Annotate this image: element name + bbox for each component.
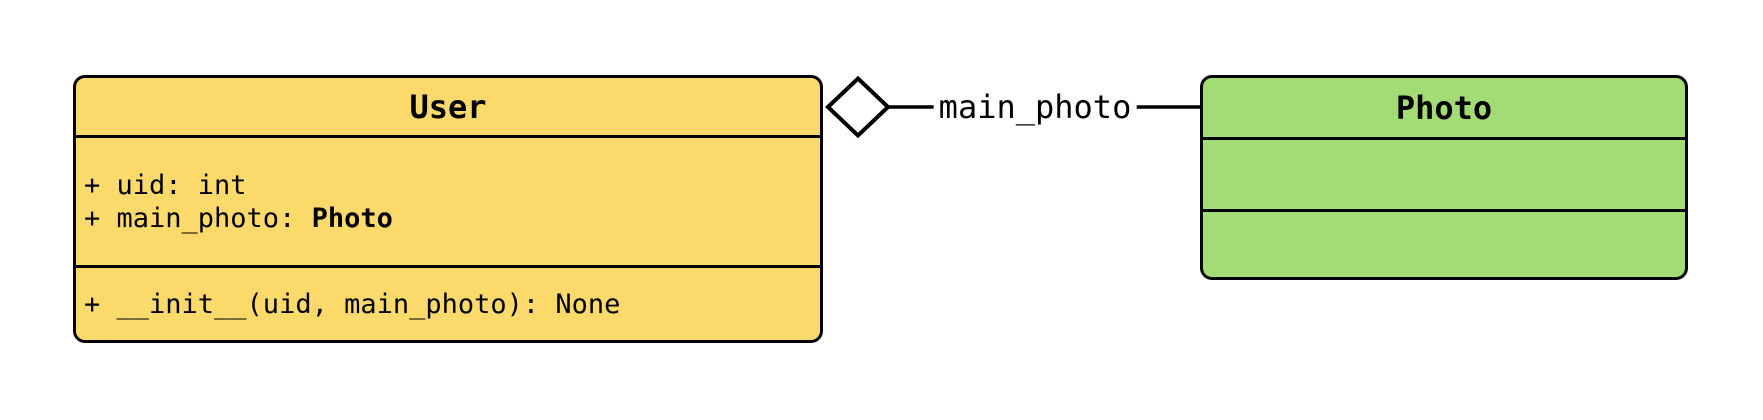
class-attributes-photo [1203, 137, 1685, 209]
method-init: + __init__(uid, main_photo): None [84, 288, 621, 320]
attribute-main-photo-text: + main_photo: [84, 202, 312, 234]
class-title-photo: Photo [1395, 88, 1493, 127]
class-methods-photo [1203, 209, 1685, 277]
attribute-main-photo-type: Photo [311, 202, 393, 234]
attribute-uid-text: + uid: int [84, 169, 247, 201]
class-methods-user: + __init__(uid, main_photo): None [76, 265, 820, 340]
class-box-photo: Photo [1200, 75, 1688, 280]
class-title-user: User [409, 87, 487, 126]
attribute-uid: + uid: int [84, 169, 820, 202]
aggregation-diamond-icon [825, 75, 891, 139]
attribute-main-photo: + main_photo: Photo [84, 202, 820, 235]
class-box-user: User + uid: int + main_photo: Photo + __… [73, 75, 823, 343]
class-attributes-user: + uid: int + main_photo: Photo [76, 135, 820, 265]
relationship-label: main_photo [933, 88, 1137, 126]
